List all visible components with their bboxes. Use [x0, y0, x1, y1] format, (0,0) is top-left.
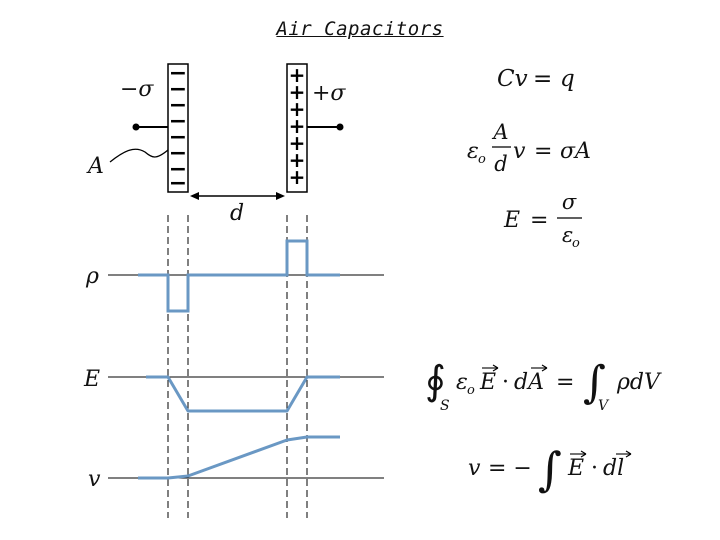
equation-plate-charge: ε o A d v = σA: [467, 120, 591, 176]
potential-graph-label: v: [88, 467, 101, 492]
plus-sign: +: [289, 63, 306, 87]
field-graph-label: E: [83, 367, 100, 392]
gauss-field-vector: E: [479, 370, 496, 395]
gauss-rhs: ρdV: [616, 370, 662, 395]
eq3-denominator-subscript: o: [572, 236, 580, 251]
charge-density-curve: [138, 239, 340, 313]
plus-sign: +: [289, 80, 306, 104]
eq2-v: v: [513, 139, 526, 164]
plus-sign: +: [289, 97, 306, 121]
electric-field-curve: [146, 375, 340, 413]
pot-v: v: [468, 456, 481, 481]
eq2-rhs: σA: [560, 139, 591, 164]
potential-curve: [138, 435, 340, 480]
positive-charge-label: +σ: [312, 81, 346, 106]
area-leader-line: [109, 148, 169, 163]
pot-dot: ·: [591, 456, 598, 481]
equation-capacitance: Cv = q: [497, 66, 575, 92]
eq2-equals: =: [534, 139, 552, 164]
negative-charge-signs: − − − − − − − −: [169, 61, 187, 196]
closed-integral-icon: ∮: [425, 358, 446, 404]
vector-arrowhead-icon: [625, 450, 632, 458]
pot-field-vector: E: [567, 456, 584, 481]
rho-graph-label: ρ: [85, 264, 99, 289]
gauss-area-element: dA: [514, 370, 544, 395]
area-label: A: [86, 154, 104, 179]
minus-sign: −: [169, 141, 187, 166]
eq1-rhs: q: [560, 66, 575, 92]
minus-sign: −: [169, 93, 187, 118]
equation-field: E = σ ε o: [503, 190, 582, 251]
gauss-dot: ·: [502, 370, 509, 395]
plus-sign: +: [289, 165, 306, 189]
vector-arrowhead-icon: [492, 364, 499, 372]
eq2-epsilon: ε: [467, 139, 479, 164]
eq3-numerator: σ: [562, 190, 577, 214]
minus-sign: −: [169, 77, 187, 102]
minus-sign: −: [169, 171, 187, 196]
arrowhead-right-icon: [276, 192, 285, 200]
eq3-equals: =: [530, 208, 548, 233]
line-integral-icon: ∫: [538, 442, 562, 496]
right-terminal: [336, 123, 344, 131]
plus-sign: +: [289, 131, 306, 155]
vector-arrowhead-icon: [541, 364, 548, 372]
gauss-volume-subscript: V: [598, 398, 610, 414]
gauss-surface-subscript: S: [440, 398, 450, 414]
minus-sign: −: [169, 61, 187, 86]
equation-potential: v = − ∫ E · dl: [468, 442, 632, 496]
pot-line-element: dl: [603, 456, 624, 481]
separation-label: d: [230, 201, 244, 226]
vector-arrowhead-icon: [580, 450, 587, 458]
pot-equals-minus: = −: [488, 456, 532, 481]
minus-sign: −: [169, 109, 187, 134]
eq3-denominator-epsilon: ε: [562, 223, 573, 247]
positive-charge-signs: + + + + + + +: [289, 63, 306, 189]
equation-gauss-law: ∮ S ε o E · dA = ∫ V ρdV: [425, 357, 662, 414]
eq1-equals: =: [533, 66, 552, 92]
gauss-equals: =: [556, 370, 574, 395]
eq1-lhs: Cv: [497, 66, 528, 92]
minus-sign: −: [169, 157, 187, 182]
negative-charge-label: −σ: [120, 77, 154, 102]
eq2-denominator: d: [494, 152, 507, 176]
plus-sign: +: [289, 148, 306, 172]
eq2-numerator: A: [491, 120, 508, 144]
arrowhead-left-icon: [190, 192, 199, 200]
gauss-epsilon: ε: [456, 370, 468, 395]
eq2-epsilon-subscript: o: [478, 152, 486, 167]
minus-sign: −: [169, 125, 187, 150]
gauss-epsilon-subscript: o: [467, 383, 475, 398]
slide-title: Air Capacitors: [276, 18, 444, 40]
volume-integral-icon: ∫: [583, 357, 606, 408]
eq3-lhs: E: [503, 208, 520, 233]
plus-sign: +: [289, 114, 306, 138]
left-terminal: [132, 123, 140, 131]
